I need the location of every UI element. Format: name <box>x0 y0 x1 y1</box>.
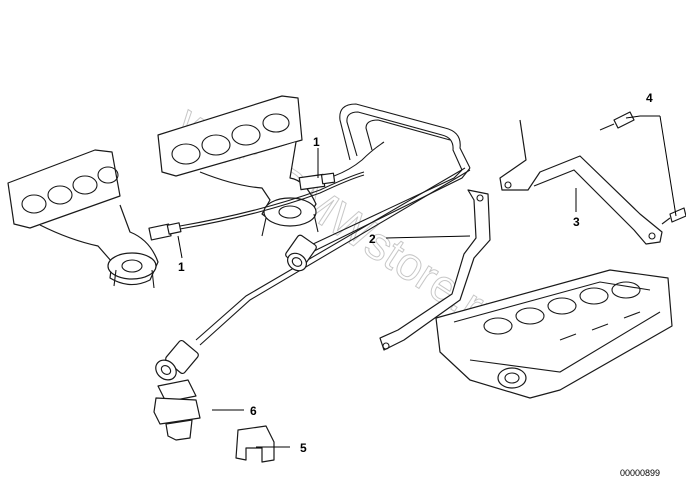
oxygen-sensor-lower <box>148 171 365 241</box>
exhaust-manifold-rear <box>7 149 159 289</box>
cylinder-head <box>435 269 673 399</box>
oxygen-sensor-upper <box>298 141 385 191</box>
callout-2: 2 <box>369 232 376 246</box>
clip-5 <box>235 425 275 463</box>
connector-plug-lower <box>155 339 199 381</box>
catalog-number: 00000899 <box>620 468 660 478</box>
bolt-upper <box>599 111 635 131</box>
callout-6: 6 <box>250 404 257 418</box>
bracket-3 <box>499 119 663 245</box>
callout-4: 4 <box>646 91 653 105</box>
bracket-2 <box>379 189 491 351</box>
callout-3: 3 <box>573 215 580 229</box>
callout-5: 5 <box>300 441 307 455</box>
sensor-cable-harness <box>195 103 471 346</box>
leader-lines <box>177 115 677 448</box>
bolt-lower <box>661 207 686 225</box>
connector-plug-upper <box>285 234 317 272</box>
callout-1-upper: 1 <box>313 135 320 149</box>
callout-1-lower: 1 <box>178 260 185 274</box>
exhaust-manifold-front <box>157 95 319 237</box>
clip-6 <box>153 379 201 441</box>
